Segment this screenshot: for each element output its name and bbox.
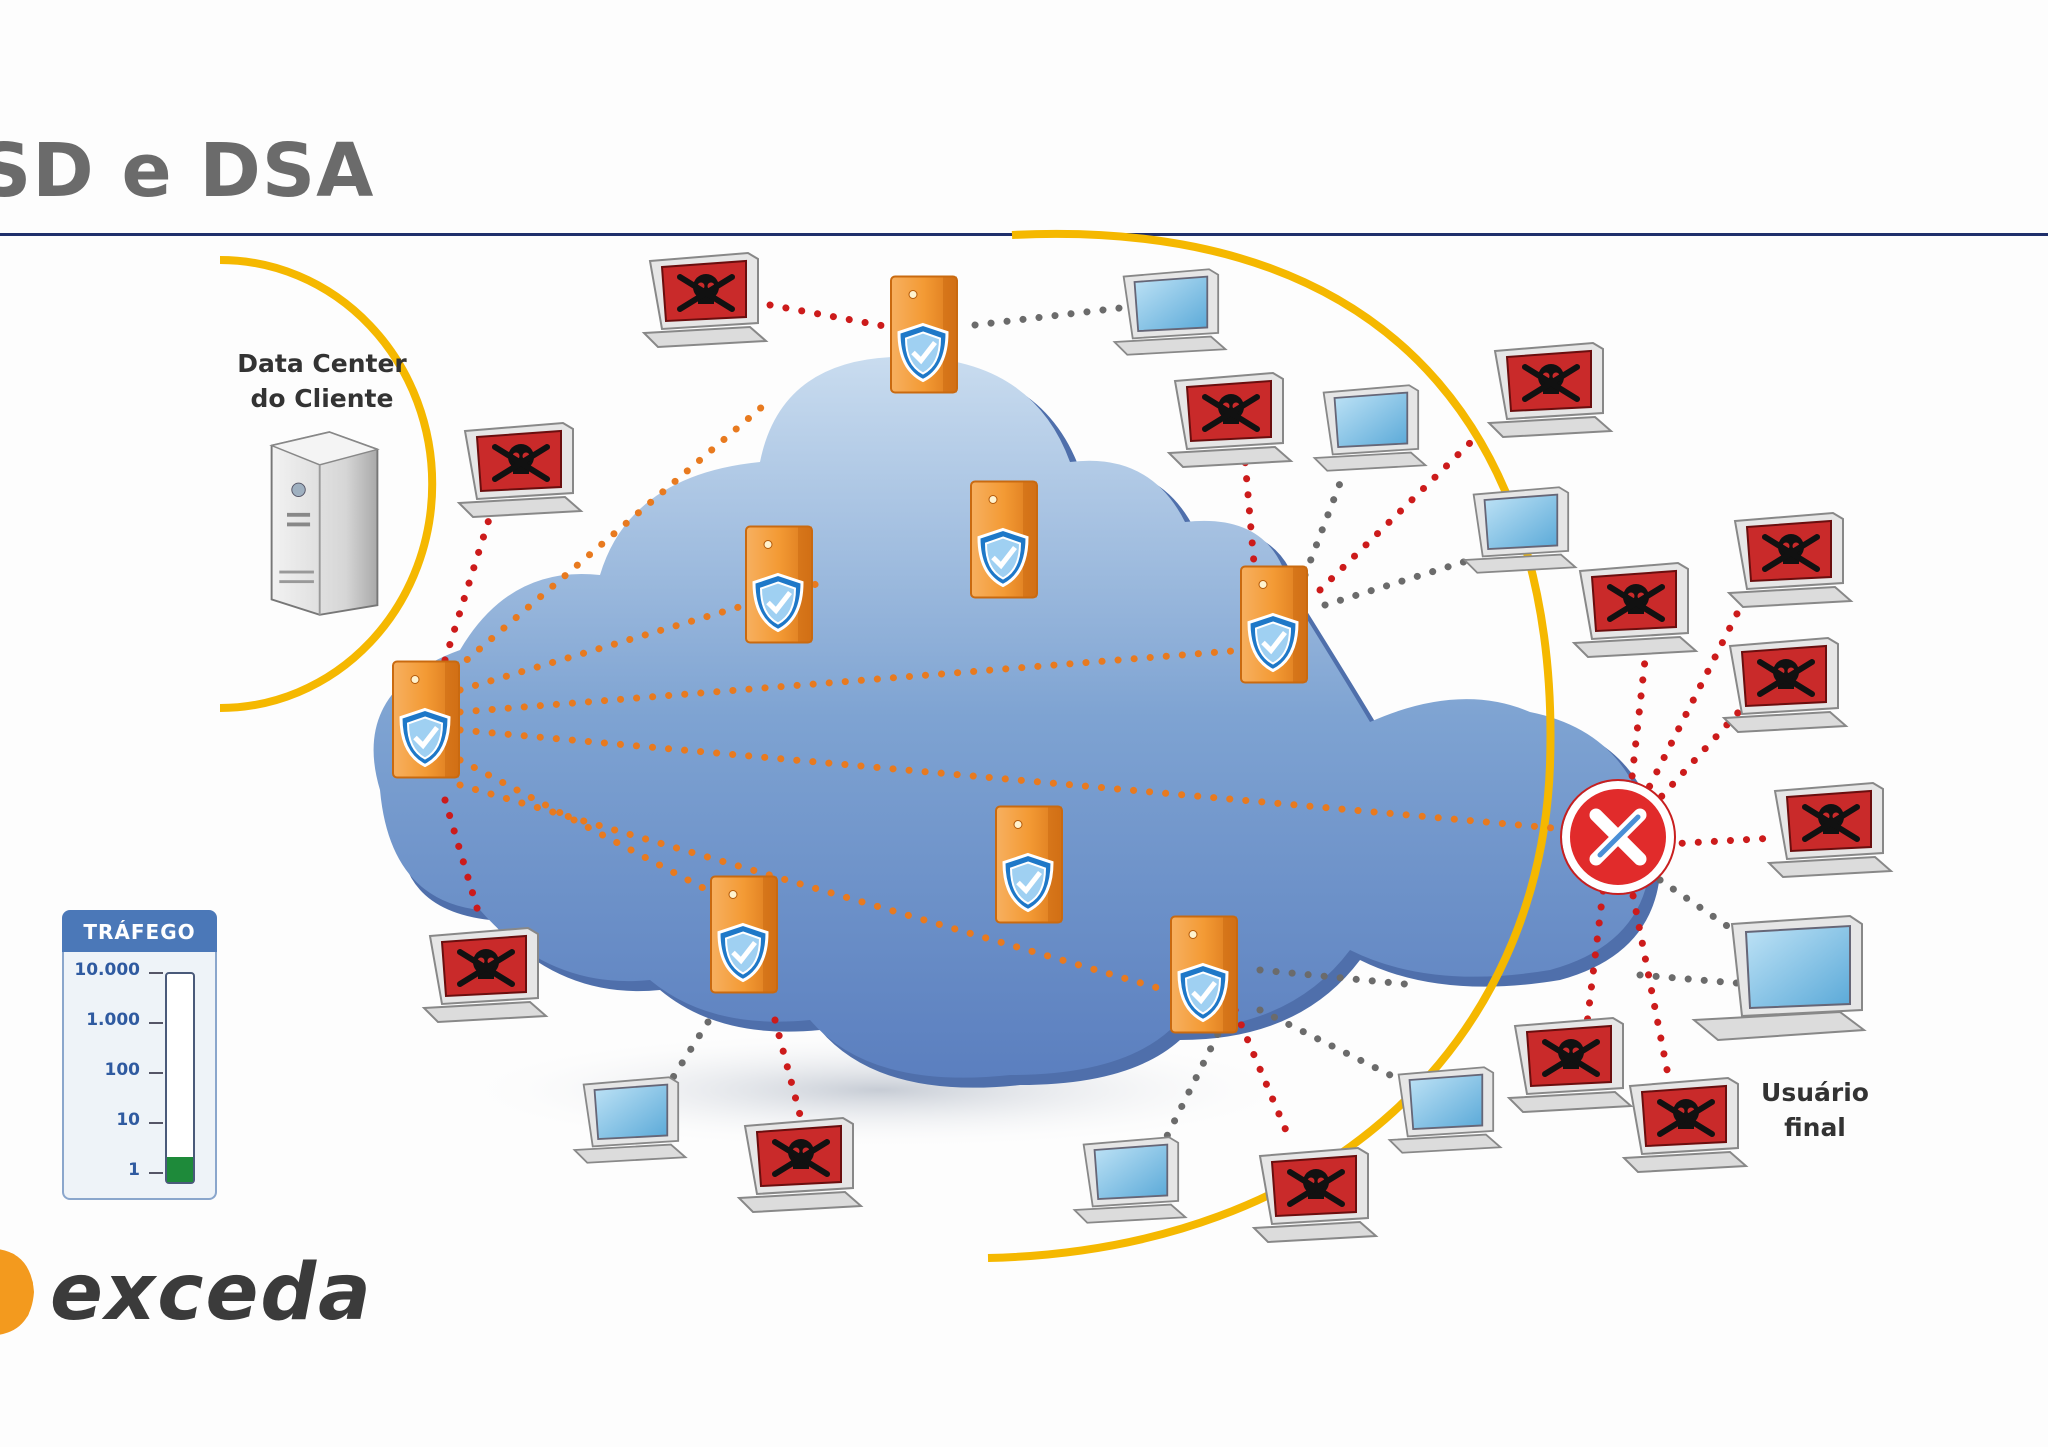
skull-monitor-icon — [739, 1118, 861, 1212]
traffic-tick-label: 10.000 — [74, 960, 140, 980]
datacenter-label: Data Center do Cliente — [232, 346, 412, 416]
skull-monitor-icon — [644, 253, 766, 347]
computer-icon — [1313, 384, 1427, 472]
skull-monitor-icon — [1254, 1148, 1376, 1242]
skull-monitor-icon — [459, 423, 581, 517]
traffic-tick-mark — [149, 1022, 163, 1024]
internet-cloud — [373, 356, 1661, 1088]
datacenter-server-icon — [270, 431, 379, 616]
blocked-x-icon — [1560, 779, 1676, 895]
skull-monitor-icon — [424, 928, 546, 1022]
end-user-label: Usuário final — [1730, 1075, 1900, 1145]
computer-icon — [1073, 1136, 1187, 1224]
traffic-tick-label: 1 — [128, 1160, 140, 1180]
skull-monitor-icon — [1624, 1078, 1746, 1172]
traffic-level-tube — [165, 972, 195, 1184]
traffic-tick-mark — [149, 1072, 163, 1074]
skull-monitor-icon — [1509, 1018, 1631, 1112]
skull-monitor-icon — [1724, 638, 1846, 732]
shield-server-icon — [746, 527, 812, 643]
skull-monitor-icon — [1769, 783, 1891, 877]
datacenter-ring — [219, 256, 437, 712]
shield-server-icon — [1171, 917, 1237, 1033]
shield-server-icon — [1241, 567, 1307, 683]
traffic-meter-title: TRÁFEGO — [62, 910, 217, 952]
datacenter-label-line1: Data Center — [237, 349, 407, 378]
traffic-meter-body: 10.000 1.000 100 10 1 — [62, 952, 217, 1200]
traffic-tick-label: 10 — [116, 1110, 140, 1130]
shield-server-icon — [971, 482, 1037, 598]
slide-title: SD e DSA — [0, 128, 375, 214]
traffic-tick-label: 1.000 — [86, 1010, 140, 1030]
traffic-tick-label: 100 — [104, 1060, 141, 1080]
computer-icon — [573, 1076, 687, 1164]
traffic-tick-mark — [149, 1122, 163, 1124]
traffic-tick-mark — [149, 1172, 163, 1174]
skull-monitor-icon — [1574, 563, 1696, 657]
exceda-logo: exceda — [50, 1248, 373, 1338]
computer-icon — [1463, 486, 1577, 574]
traffic-tick-mark — [149, 972, 163, 974]
skull-monitor-icon — [1489, 343, 1611, 437]
shield-server-icon — [996, 807, 1062, 923]
computer-icon — [1113, 268, 1227, 356]
origin-edge-server-icon — [393, 662, 459, 778]
computer-icon — [1693, 915, 1865, 1041]
shield-server-icon — [891, 277, 957, 393]
skull-monitor-icon — [1169, 373, 1291, 467]
skull-monitor-icon — [1729, 513, 1851, 607]
exceda-logo-mark-icon — [0, 1249, 34, 1335]
traffic-level-fill — [167, 1157, 193, 1182]
computer-icon — [1388, 1066, 1502, 1154]
traffic-meter: TRÁFEGO 10.000 1.000 100 10 1 — [62, 910, 217, 1202]
end-user-label-line1: Usuário — [1761, 1078, 1869, 1107]
datacenter-label-line2: do Cliente — [250, 384, 394, 413]
end-user-label-line2: final — [1784, 1113, 1846, 1142]
shield-server-icon — [711, 877, 777, 993]
